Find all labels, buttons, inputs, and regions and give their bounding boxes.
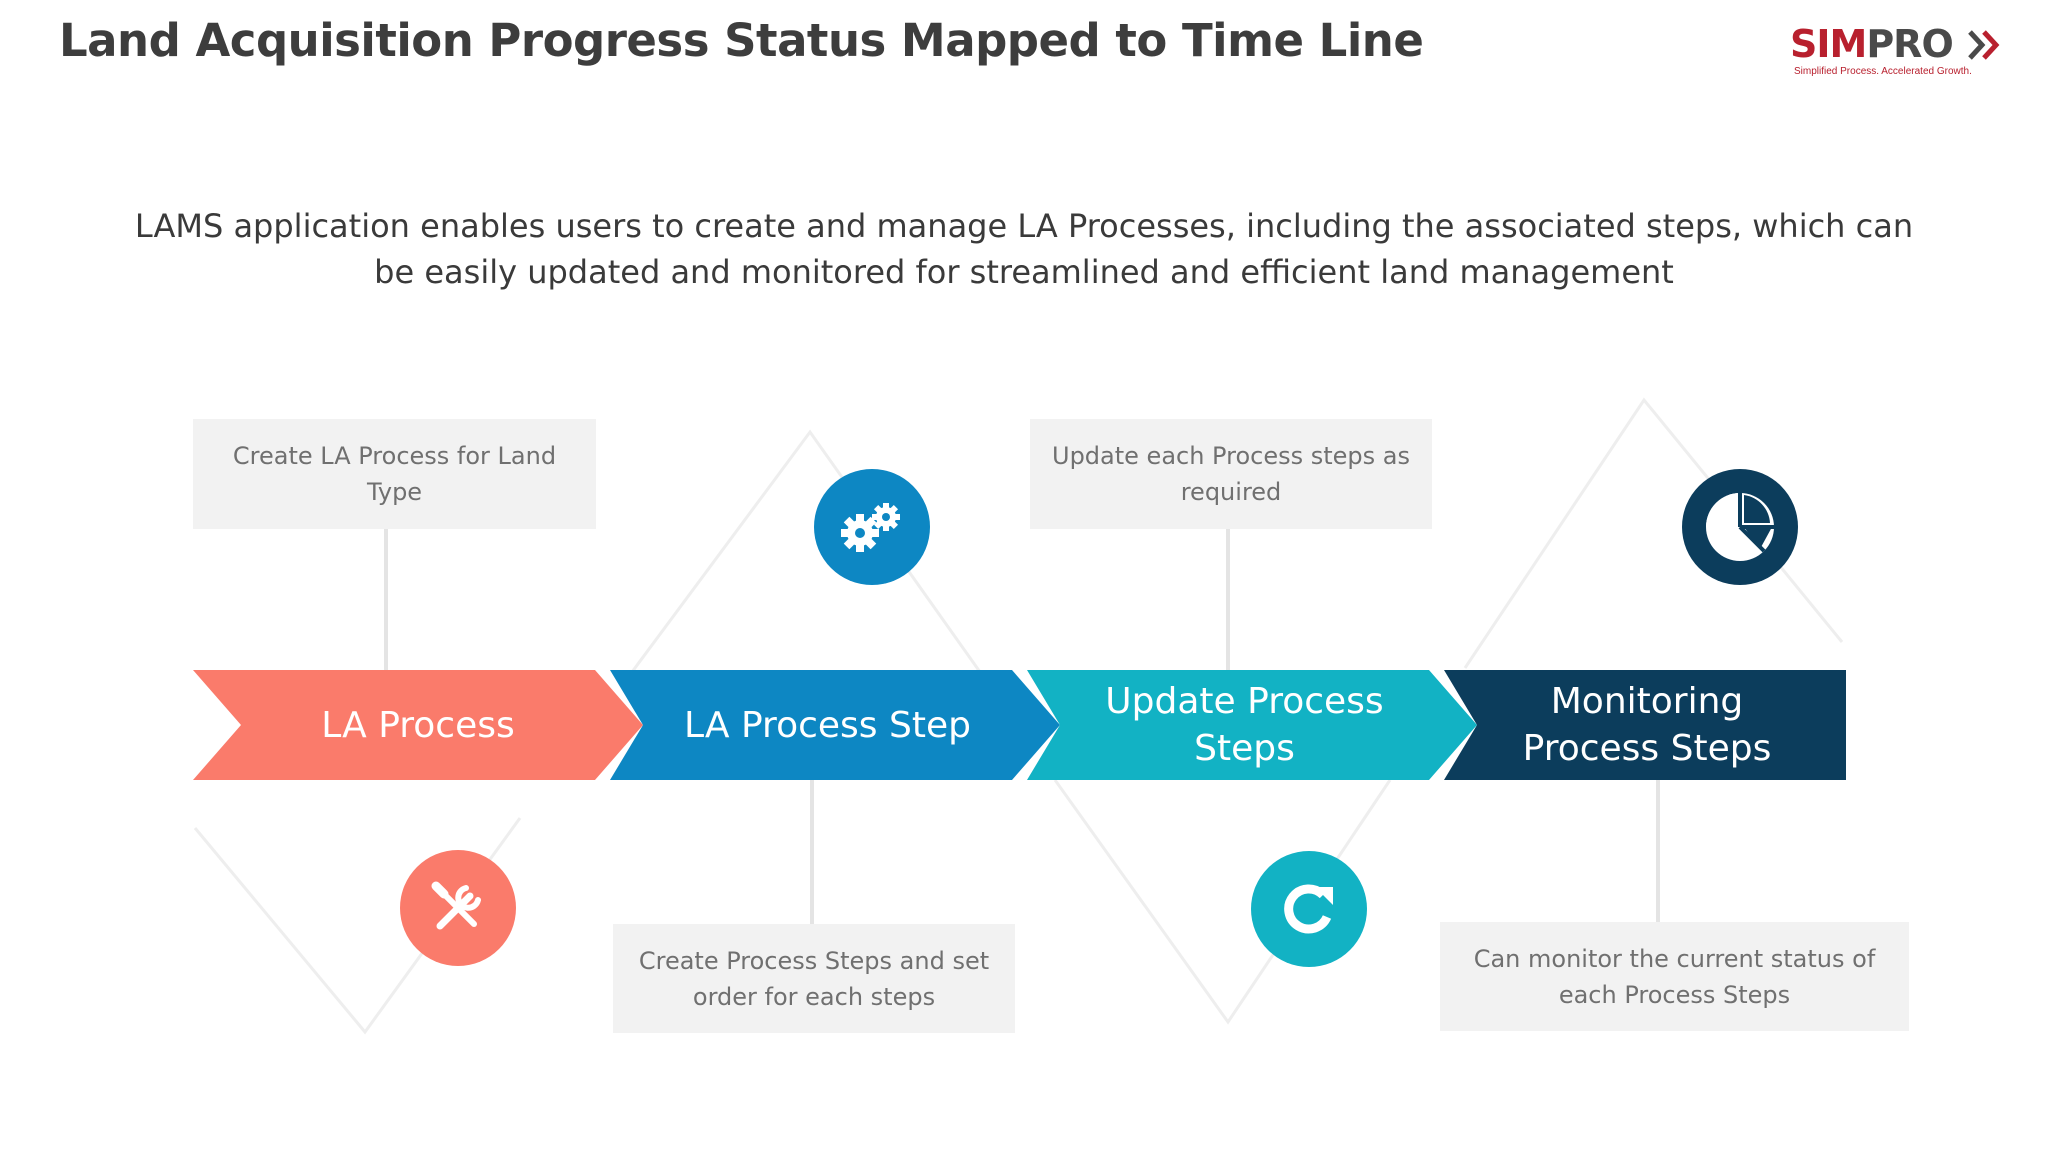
stage-arrow-1 bbox=[193, 670, 643, 780]
stage-label-update-process-steps: Update Process Steps bbox=[1105, 681, 1384, 769]
logo-brand-part2: PRO bbox=[1866, 22, 1953, 66]
page-title: Land Acquisition Progress Status Mapped … bbox=[59, 14, 1424, 67]
stage-arrow-3 bbox=[1027, 670, 1477, 780]
wrench-screwdriver-glyph bbox=[431, 881, 481, 930]
description-box-la-process-step: Create Process Steps and set order for e… bbox=[613, 924, 1015, 1033]
stage-arrow-4 bbox=[1444, 670, 1846, 780]
description-box-la-process: Create LA Process for Land Type bbox=[193, 419, 596, 529]
tools-icon bbox=[400, 850, 516, 966]
description-box-monitoring-process-steps: Can monitor the current status of each P… bbox=[1440, 922, 1909, 1031]
pie-chart-glyph bbox=[1706, 493, 1774, 561]
simpro-logo: SIMPRO Simplified Process. Accelerated G… bbox=[1790, 22, 2010, 82]
description-box-update-process-steps: Update each Process steps as required bbox=[1030, 419, 1432, 529]
refresh-icon bbox=[1251, 851, 1367, 967]
logo-brand-part1: SIM bbox=[1790, 22, 1867, 66]
intro-text: LAMS application enables users to create… bbox=[134, 207, 1914, 291]
gears-glyph bbox=[841, 503, 900, 552]
stage-arrow-2 bbox=[610, 670, 1060, 780]
pie-chart-icon bbox=[1682, 469, 1798, 585]
logo-wordmark: SIMPRO bbox=[1790, 22, 1954, 66]
stage-label-la-process: LA Process bbox=[321, 704, 515, 746]
refresh-glyph bbox=[1284, 884, 1333, 934]
gears-icon bbox=[814, 469, 930, 585]
logo-tagline: Simplified Process. Accelerated Growth. bbox=[1794, 66, 1972, 77]
stage-label-la-process-step: LA Process Step bbox=[684, 704, 971, 746]
double-chevron-icon bbox=[1968, 30, 2000, 60]
stage-label-monitoring-process-steps: Monitoring Process Steps bbox=[1522, 681, 1772, 769]
